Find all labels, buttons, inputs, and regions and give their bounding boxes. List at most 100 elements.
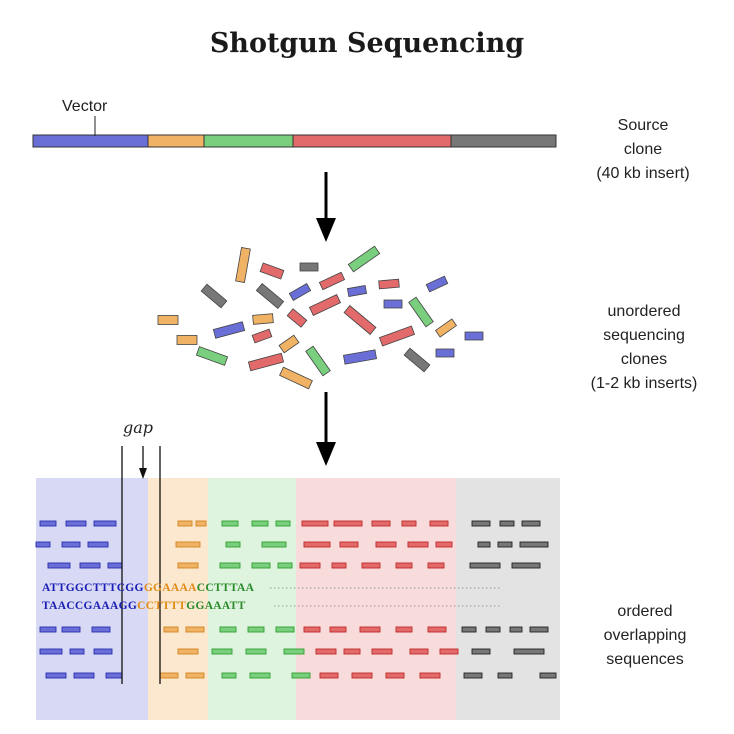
arrow-down-icon bbox=[316, 392, 336, 466]
read-36 bbox=[251, 562, 271, 569]
fragment-9 bbox=[346, 285, 368, 297]
sequence-bottom-strand: TAACCGAAAGGCCTTTTGGAAATT bbox=[42, 600, 246, 612]
read-38 bbox=[299, 562, 321, 569]
read-28 bbox=[477, 541, 491, 548]
read-74 bbox=[471, 648, 491, 655]
read-80 bbox=[185, 672, 205, 679]
read-50 bbox=[219, 626, 237, 633]
read-25 bbox=[375, 541, 397, 548]
read-75 bbox=[513, 648, 545, 655]
read-66 bbox=[211, 648, 233, 655]
read-72 bbox=[409, 648, 429, 655]
read-17 bbox=[35, 541, 51, 548]
fragment-19 bbox=[408, 296, 434, 328]
read-10 bbox=[333, 520, 363, 527]
fragment-31 bbox=[435, 348, 455, 358]
read-85 bbox=[351, 672, 373, 679]
fragment-27 bbox=[247, 352, 285, 372]
fragment-24 bbox=[434, 318, 458, 338]
read-40 bbox=[361, 562, 381, 569]
region-blue bbox=[36, 478, 148, 720]
read-48 bbox=[163, 626, 179, 633]
read-47 bbox=[91, 626, 111, 633]
fragment-6 bbox=[255, 282, 285, 310]
read-16 bbox=[521, 520, 541, 527]
read-53 bbox=[303, 626, 321, 633]
read-12 bbox=[401, 520, 417, 527]
read-69 bbox=[315, 648, 337, 655]
read-7 bbox=[251, 520, 269, 527]
read-57 bbox=[427, 626, 447, 633]
sequence-part-2: CGG bbox=[117, 582, 144, 594]
read-51 bbox=[247, 626, 265, 633]
read-54 bbox=[329, 626, 347, 633]
unordered-line-1: unordered bbox=[607, 303, 681, 320]
read-11 bbox=[371, 520, 391, 527]
sequence-part-2: GG bbox=[119, 600, 138, 612]
read-33 bbox=[107, 562, 123, 569]
read-67 bbox=[245, 648, 267, 655]
fragment-13 bbox=[212, 321, 246, 339]
read-52 bbox=[275, 626, 295, 633]
ordered-reads bbox=[35, 520, 557, 679]
read-45 bbox=[39, 626, 57, 633]
fragment-29 bbox=[342, 349, 378, 365]
region-red bbox=[296, 478, 456, 720]
read-18 bbox=[61, 541, 81, 548]
sequence-part-1: ATTGGCTTT bbox=[42, 582, 117, 594]
gap-arrow-icon bbox=[139, 468, 147, 479]
fragment-26 bbox=[195, 346, 229, 366]
read-15 bbox=[499, 520, 515, 527]
fragment-2 bbox=[259, 262, 285, 280]
read-13 bbox=[429, 520, 449, 527]
read-70 bbox=[343, 648, 361, 655]
read-78 bbox=[105, 672, 123, 679]
fragment-15 bbox=[286, 308, 308, 328]
unordered-line-4: (1-2 kb inserts) bbox=[590, 375, 698, 392]
read-43 bbox=[469, 562, 501, 569]
read-23 bbox=[303, 541, 331, 548]
read-8 bbox=[275, 520, 291, 527]
fragment-5 bbox=[200, 283, 228, 309]
read-87 bbox=[419, 672, 441, 679]
sequence-part-3: GGAAAA bbox=[144, 582, 197, 594]
fragment-8 bbox=[318, 271, 346, 291]
read-35 bbox=[219, 562, 241, 569]
read-29 bbox=[497, 541, 513, 548]
read-62 bbox=[39, 648, 63, 655]
read-1 bbox=[39, 520, 57, 527]
fragment-10 bbox=[378, 278, 400, 290]
source-segment-gray bbox=[450, 134, 557, 148]
read-81 bbox=[221, 672, 237, 679]
fragment-11 bbox=[425, 275, 449, 293]
read-26 bbox=[407, 541, 429, 548]
read-90 bbox=[539, 672, 557, 679]
unordered-line-2: sequencing bbox=[603, 327, 685, 344]
read-65 bbox=[177, 648, 199, 655]
read-79 bbox=[159, 672, 179, 679]
gap-label: gap bbox=[123, 418, 154, 437]
read-14 bbox=[471, 520, 491, 527]
fragment-3 bbox=[299, 262, 319, 272]
read-37 bbox=[277, 562, 293, 569]
fragment-23 bbox=[378, 325, 416, 347]
read-42 bbox=[427, 562, 445, 569]
fragment-30 bbox=[403, 347, 431, 373]
read-55 bbox=[359, 626, 381, 633]
read-56 bbox=[395, 626, 413, 633]
read-86 bbox=[385, 672, 405, 679]
source-clone-label: Source clone (40 kb insert) bbox=[580, 114, 706, 186]
read-32 bbox=[79, 562, 101, 569]
source-clone-line-3: (40 kb insert) bbox=[596, 165, 690, 182]
source-segment-green bbox=[203, 134, 294, 148]
ordered-line-3: sequences bbox=[606, 651, 684, 668]
read-46 bbox=[61, 626, 81, 633]
read-34 bbox=[177, 562, 199, 569]
fragment-14 bbox=[252, 313, 274, 325]
gap-markers bbox=[121, 446, 161, 684]
read-58 bbox=[461, 626, 477, 633]
fragment-28 bbox=[305, 345, 331, 377]
read-24 bbox=[339, 541, 359, 548]
read-76 bbox=[45, 672, 67, 679]
read-3 bbox=[93, 520, 117, 527]
